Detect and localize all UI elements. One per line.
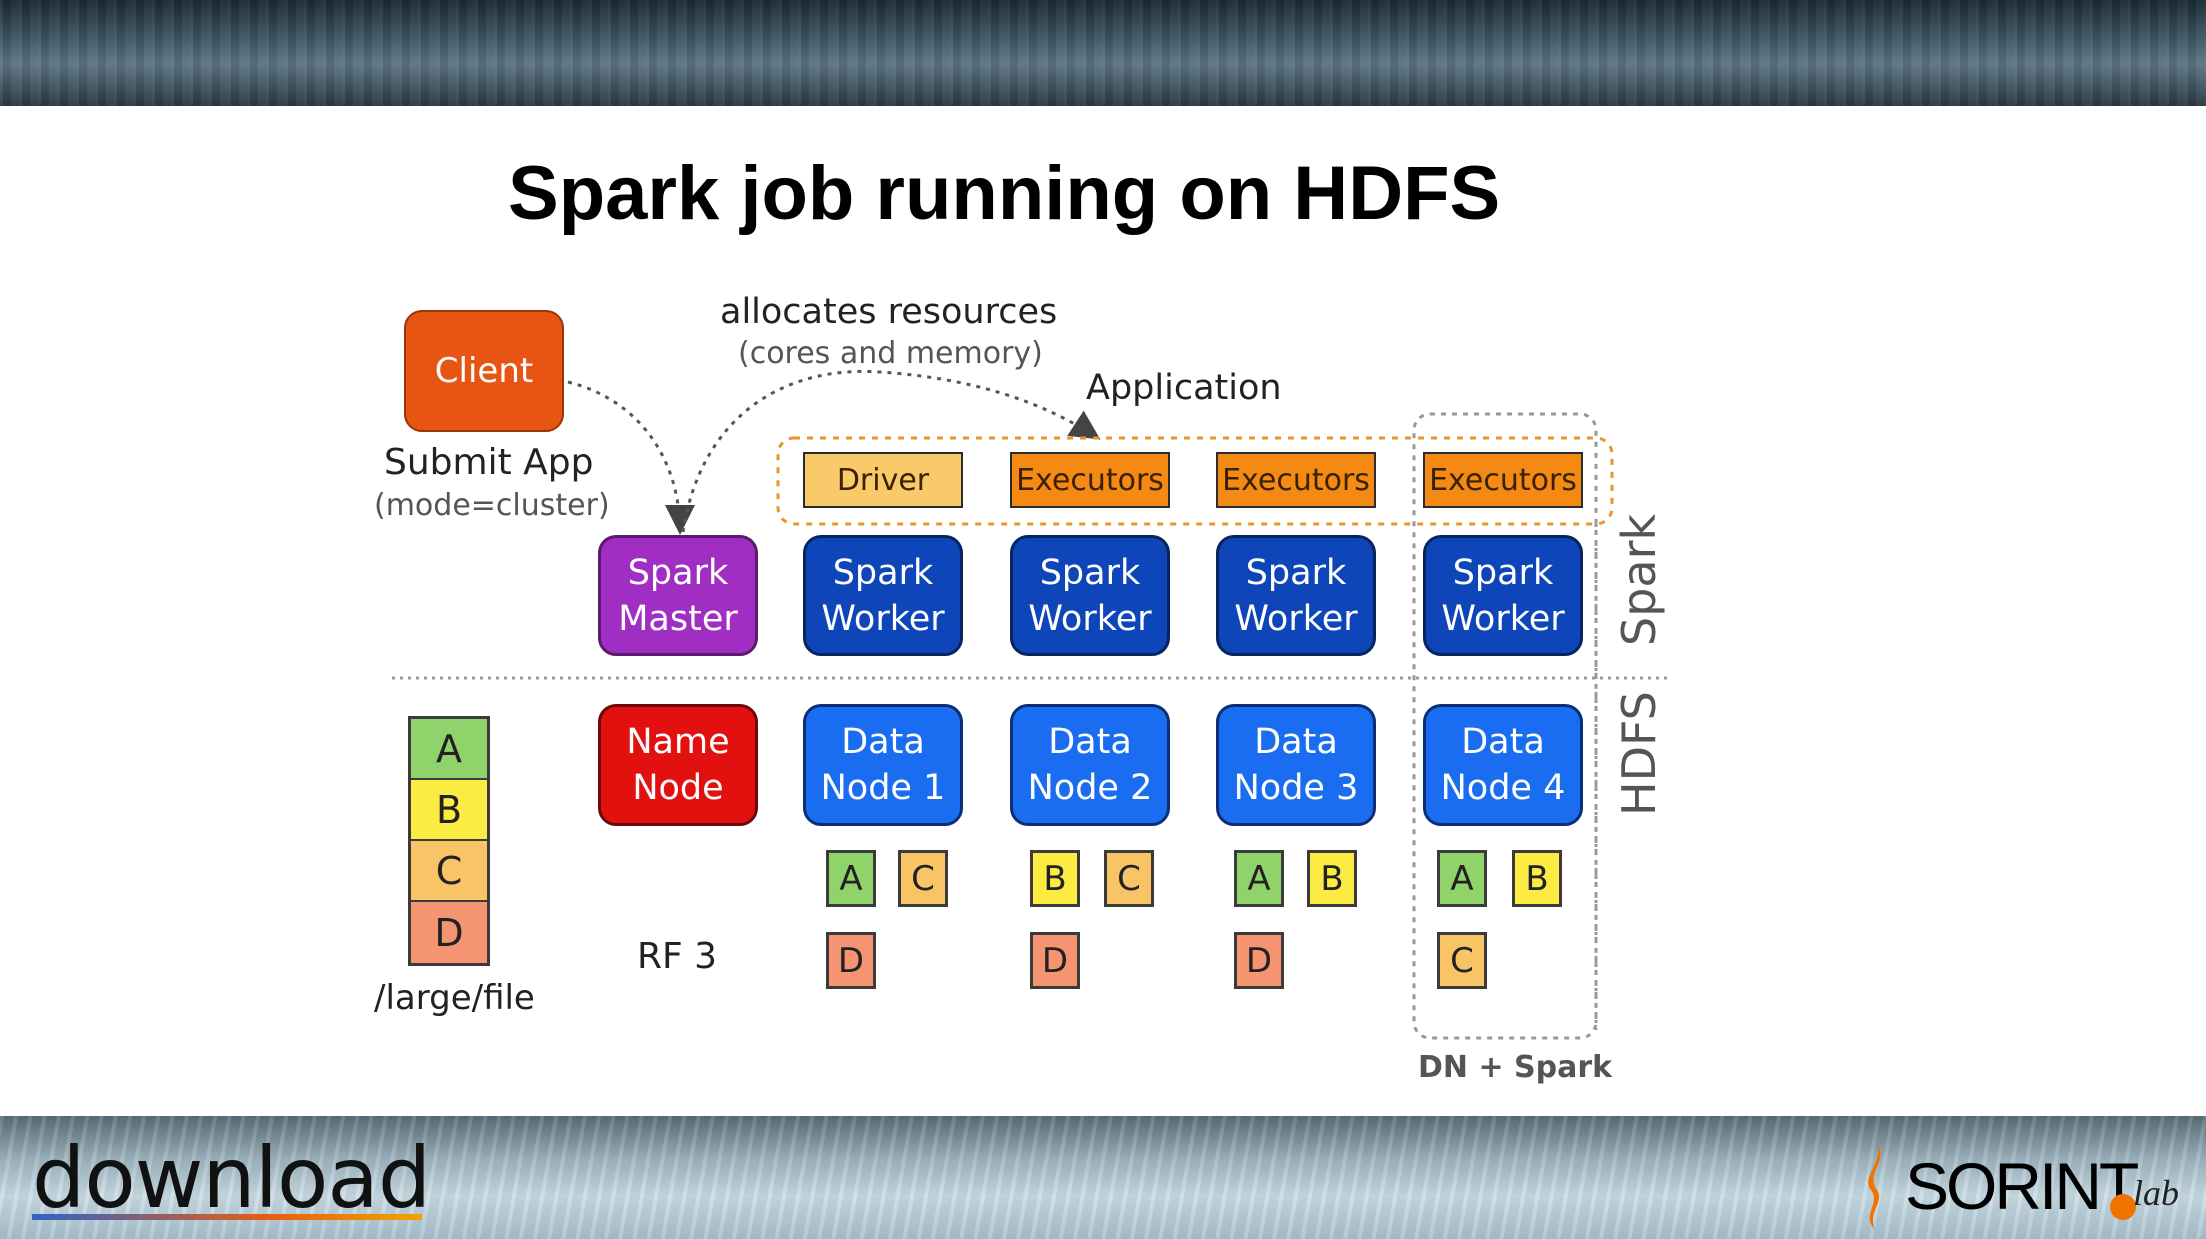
submit-app-label: Submit App [384, 442, 594, 483]
large-file-blocks: A B C D [408, 716, 490, 966]
block-d: D [1030, 932, 1080, 989]
file-block-b: B [411, 780, 487, 841]
worker-line1: Spark [1452, 552, 1554, 593]
download-logo: download [32, 1129, 431, 1227]
name-node-box: Name Node [598, 704, 758, 826]
mode-label: (mode=cluster) [374, 488, 610, 523]
data-node-box: Data Node 4 [1423, 704, 1583, 826]
data-node-line1: Data [1048, 722, 1132, 762]
data-node-line2: Node 1 [820, 768, 946, 808]
download-logo-underline [32, 1214, 422, 1220]
executor-label: Executors [1016, 462, 1164, 498]
data-node-box: Data Node 3 [1216, 704, 1376, 826]
worker-line2: Worker [1441, 598, 1565, 639]
executor-label: Executors [1429, 462, 1577, 498]
worker-line2: Worker [821, 598, 945, 639]
sorint-lab-suffix: lab [2133, 1173, 2180, 1213]
block-d: D [1234, 932, 1284, 989]
executor-box: Executors [1010, 452, 1170, 508]
slide-title: Spark job running on HDFS [508, 151, 1501, 236]
data-node-box: Data Node 1 [803, 704, 963, 826]
data-node-line2: Node 3 [1233, 768, 1359, 808]
cores-memory-label: (cores and memory) [738, 336, 1043, 371]
allocates-resources-label: allocates resources [720, 292, 1058, 332]
hdfs-layer-label: HDFS [1612, 691, 1666, 816]
block-b: B [1307, 850, 1357, 907]
name-node-line2: Node [632, 768, 724, 808]
block-b: B [1512, 850, 1562, 907]
spark-worker-box: Spark Worker [803, 535, 963, 656]
client-label: Client [434, 351, 534, 391]
worker-line1: Spark [1039, 552, 1141, 593]
client-box: Client [404, 310, 564, 432]
data-node-line2: Node 4 [1440, 768, 1566, 808]
replication-factor-label: RF 3 [637, 936, 718, 977]
driver-box: Driver [803, 452, 963, 508]
worker-line2: Worker [1028, 598, 1152, 639]
spark-worker-box: Spark Worker [1423, 535, 1583, 656]
spark-master-box: Spark Master [598, 535, 758, 656]
worker-line1: Spark [1245, 552, 1347, 593]
dn-spark-label: DN + Spark [1418, 1050, 1613, 1085]
executor-box: Executors [1423, 452, 1583, 508]
driver-label: Driver [836, 462, 930, 498]
sorint-wordmark: SORINT [1905, 1149, 2139, 1223]
block-a: A [1234, 850, 1284, 907]
block-c: C [1437, 932, 1487, 989]
block-c: C [898, 850, 948, 907]
application-label: Application [1086, 368, 1282, 408]
block-b: B [1030, 850, 1080, 907]
sorint-flame-icon [1868, 1144, 1881, 1230]
block-a: A [1437, 850, 1487, 907]
file-block-a: A [411, 719, 487, 780]
sorint-logo: SORINT lab [1855, 1142, 2185, 1232]
data-node-line1: Data [841, 722, 925, 762]
name-node-line1: Name [626, 722, 730, 762]
data-node-line1: Data [1254, 722, 1338, 762]
executor-label: Executors [1222, 462, 1370, 498]
block-a: A [826, 850, 876, 907]
executor-box: Executors [1216, 452, 1376, 508]
worker-line1: Spark [832, 552, 934, 593]
block-c: C [1104, 850, 1154, 907]
worker-line2: Worker [1234, 598, 1358, 639]
spark-master-line2: Master [618, 598, 738, 639]
file-path-label: /large/file [374, 978, 535, 1018]
block-d: D [826, 932, 876, 989]
file-block-c: C [411, 841, 487, 902]
top-banner [0, 0, 2206, 106]
sorint-dot [2110, 1194, 2136, 1220]
spark-worker-box: Spark Worker [1010, 535, 1170, 656]
spark-layer-label: Spark [1612, 513, 1666, 646]
data-node-box: Data Node 2 [1010, 704, 1170, 826]
data-node-line2: Node 2 [1027, 768, 1153, 808]
file-block-d: D [411, 902, 487, 963]
data-node-line1: Data [1461, 722, 1545, 762]
spark-master-line1: Spark [627, 552, 729, 593]
spark-worker-box: Spark Worker [1216, 535, 1376, 656]
